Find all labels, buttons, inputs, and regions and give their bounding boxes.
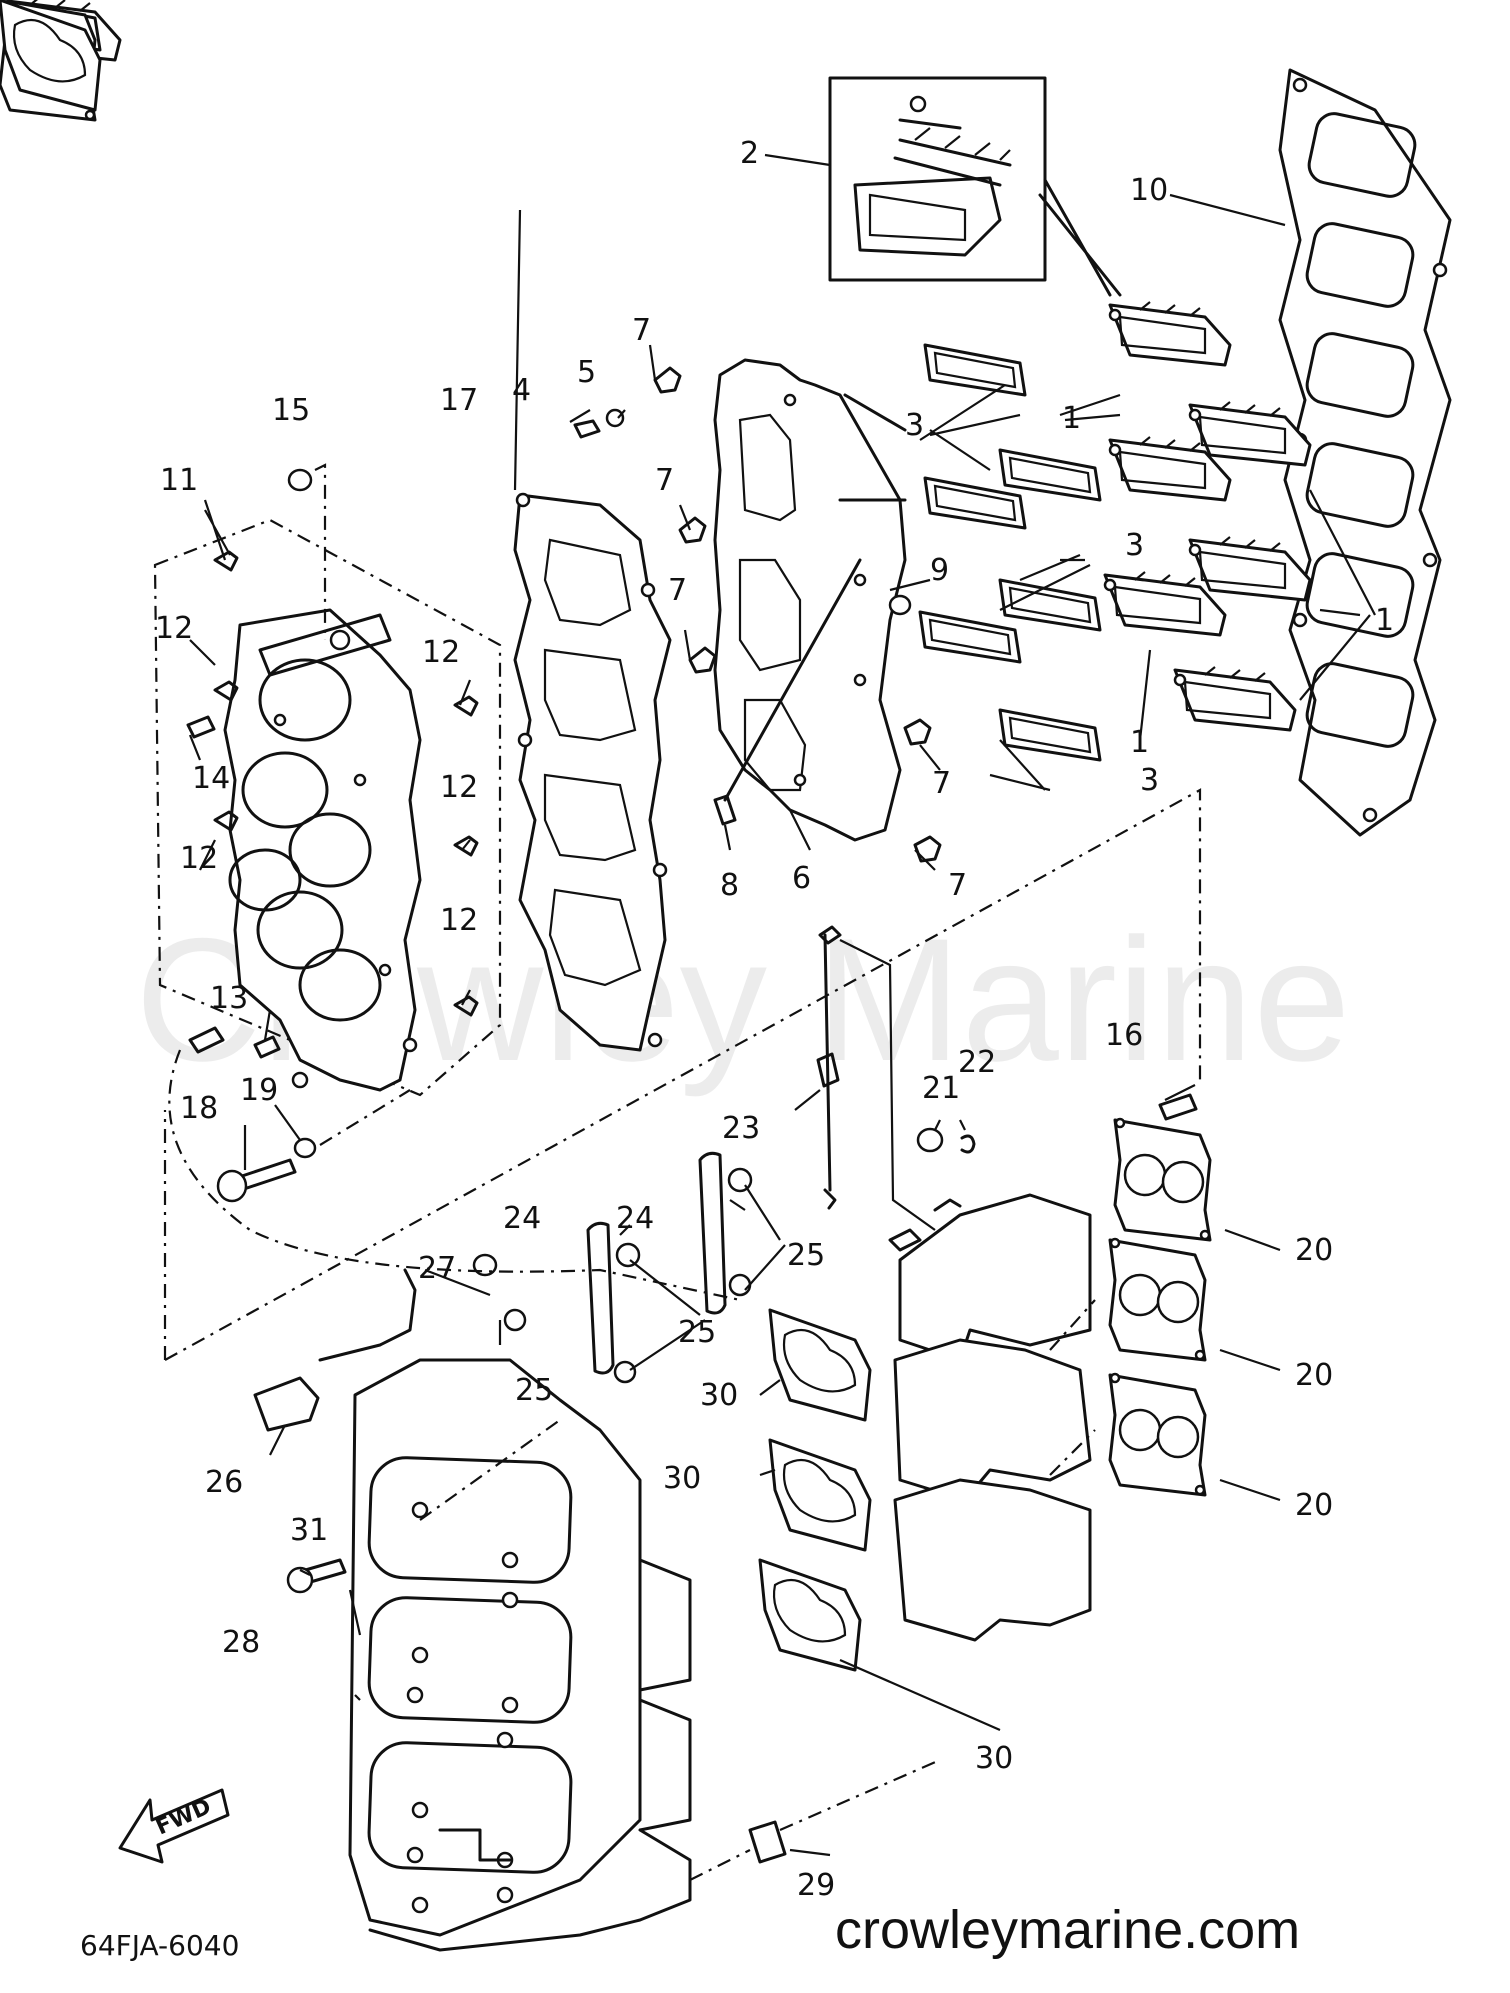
callout-16: 16	[1105, 1018, 1143, 1053]
callout-5: 5	[577, 355, 596, 390]
callout-26: 26	[205, 1465, 243, 1500]
callout-30: 30	[700, 1378, 738, 1413]
callout-6: 6	[792, 861, 811, 896]
part-code: 64FJA-6040	[80, 1929, 239, 1962]
callout-25: 25	[678, 1315, 716, 1350]
callout-29: 29	[797, 1868, 835, 1903]
callout-14: 14	[192, 761, 230, 796]
part-28-silencer	[348, 1358, 692, 1952]
callout-30: 30	[663, 1461, 701, 1496]
callout-20: 20	[1295, 1233, 1333, 1268]
callout-23: 23	[722, 1111, 760, 1146]
callout-7: 7	[668, 573, 687, 608]
callout-9: 9	[930, 553, 949, 588]
callout-31: 31	[290, 1513, 328, 1548]
callout-18: 18	[180, 1091, 218, 1126]
fasteners-top	[186, 366, 1198, 1203]
part-17-gasket	[513, 492, 672, 1052]
carburetor-assembly	[888, 1193, 1096, 1642]
part-6-reed-plate	[713, 358, 907, 842]
callout-21: 21	[922, 1071, 960, 1106]
callout-20: 20	[1295, 1488, 1333, 1523]
callout-22: 22	[958, 1045, 996, 1080]
callout-7: 7	[655, 463, 674, 498]
callout-1: 1	[1130, 725, 1149, 760]
callout-12: 12	[440, 903, 478, 938]
part-10-gasket	[1278, 68, 1452, 837]
callout-25: 25	[787, 1238, 825, 1273]
part-2-reed-detail	[828, 76, 1122, 297]
callout-30: 30	[975, 1741, 1013, 1776]
callout-10: 10	[1130, 173, 1168, 208]
callout-25: 25	[515, 1373, 553, 1408]
callout-19: 19	[240, 1073, 278, 1108]
callout-12: 12	[422, 635, 460, 670]
callout-7: 7	[932, 766, 951, 801]
fwd-arrow-icon: FWD	[118, 1788, 230, 1864]
callout-12: 12	[440, 770, 478, 805]
callout-15: 15	[272, 393, 310, 428]
leader-lines	[188, 153, 1376, 1857]
callout-3: 3	[1125, 528, 1144, 563]
callout-3: 3	[905, 408, 924, 443]
callout-28: 28	[222, 1625, 260, 1660]
callout-3: 3	[1140, 763, 1159, 798]
callout-labels: 1 1 1 2 3 3 3 4 5 6 7 7 7 7 7 8 9 10 11 …	[155, 136, 1394, 1903]
part-30-gaskets	[0, 0, 872, 1672]
callout-12: 12	[180, 841, 218, 876]
callout-2: 2	[740, 136, 759, 171]
callout-11: 11	[160, 463, 198, 498]
callout-8: 8	[720, 868, 739, 903]
callout-4: 4	[512, 373, 531, 408]
callout-24: 24	[616, 1201, 654, 1236]
callout-1: 1	[1375, 603, 1394, 638]
callout-20: 20	[1295, 1358, 1333, 1393]
callout-12: 12	[155, 611, 193, 646]
part-11-manifold	[153, 518, 502, 1097]
callout-27: 27	[418, 1251, 456, 1286]
callout-24: 24	[503, 1201, 541, 1236]
website-url: crowleymarine.com	[835, 1900, 1300, 1960]
assembly-boundary	[163, 788, 1202, 1361]
callout-7: 7	[632, 313, 651, 348]
callout-7: 7	[948, 868, 967, 903]
callout-1: 1	[1062, 401, 1081, 436]
callout-17: 17	[440, 383, 478, 418]
callout-13: 13	[210, 981, 248, 1016]
